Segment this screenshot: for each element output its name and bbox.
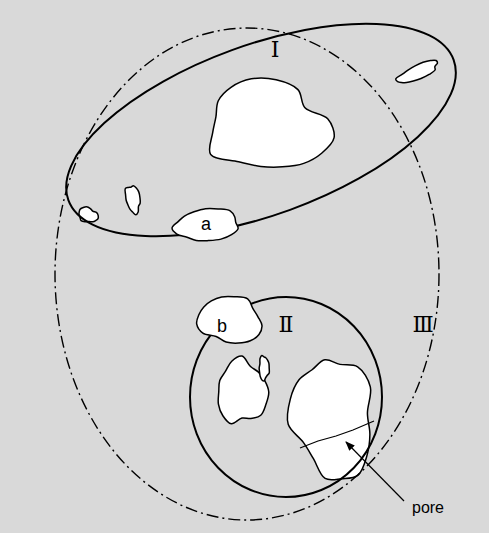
pore-outline bbox=[172, 208, 238, 240]
region-ellipse: Ⅲ ⅠaⅡb bbox=[50, 24, 444, 524]
pore-outline bbox=[197, 296, 262, 343]
region-numeral: Ⅲ bbox=[412, 314, 433, 336]
region-ellipse-outline bbox=[66, 24, 456, 236]
ellipse-outline bbox=[39, 0, 482, 280]
pore-letter: b bbox=[217, 317, 227, 335]
pore-blobs bbox=[79, 60, 438, 480]
callout-label: pore bbox=[412, 500, 444, 516]
pore-shape: a bbox=[172, 207, 244, 245]
pore-shape: b bbox=[196, 294, 268, 348]
pore-shape bbox=[125, 186, 140, 215]
region-ellipse: Ⅰa bbox=[66, 24, 456, 236]
pore-shape bbox=[259, 356, 269, 381]
region-numeral: Ⅰ bbox=[271, 39, 280, 61]
ellipse-outline bbox=[190, 297, 382, 497]
region-numeral: Ⅱ bbox=[279, 314, 294, 336]
pore-letter: a bbox=[201, 215, 211, 233]
pore-shape bbox=[218, 356, 269, 424]
pore-shape bbox=[396, 60, 438, 83]
ellipse-outline bbox=[55, 28, 439, 520]
pore-shape bbox=[79, 207, 98, 222]
region-ellipse: Ⅱb bbox=[188, 296, 384, 498]
pore-shape bbox=[209, 78, 334, 167]
crack-line bbox=[300, 421, 374, 448]
pore-shape-outline bbox=[196, 294, 268, 348]
leader-line bbox=[346, 442, 404, 501]
region-ellipse-outline bbox=[50, 24, 444, 524]
